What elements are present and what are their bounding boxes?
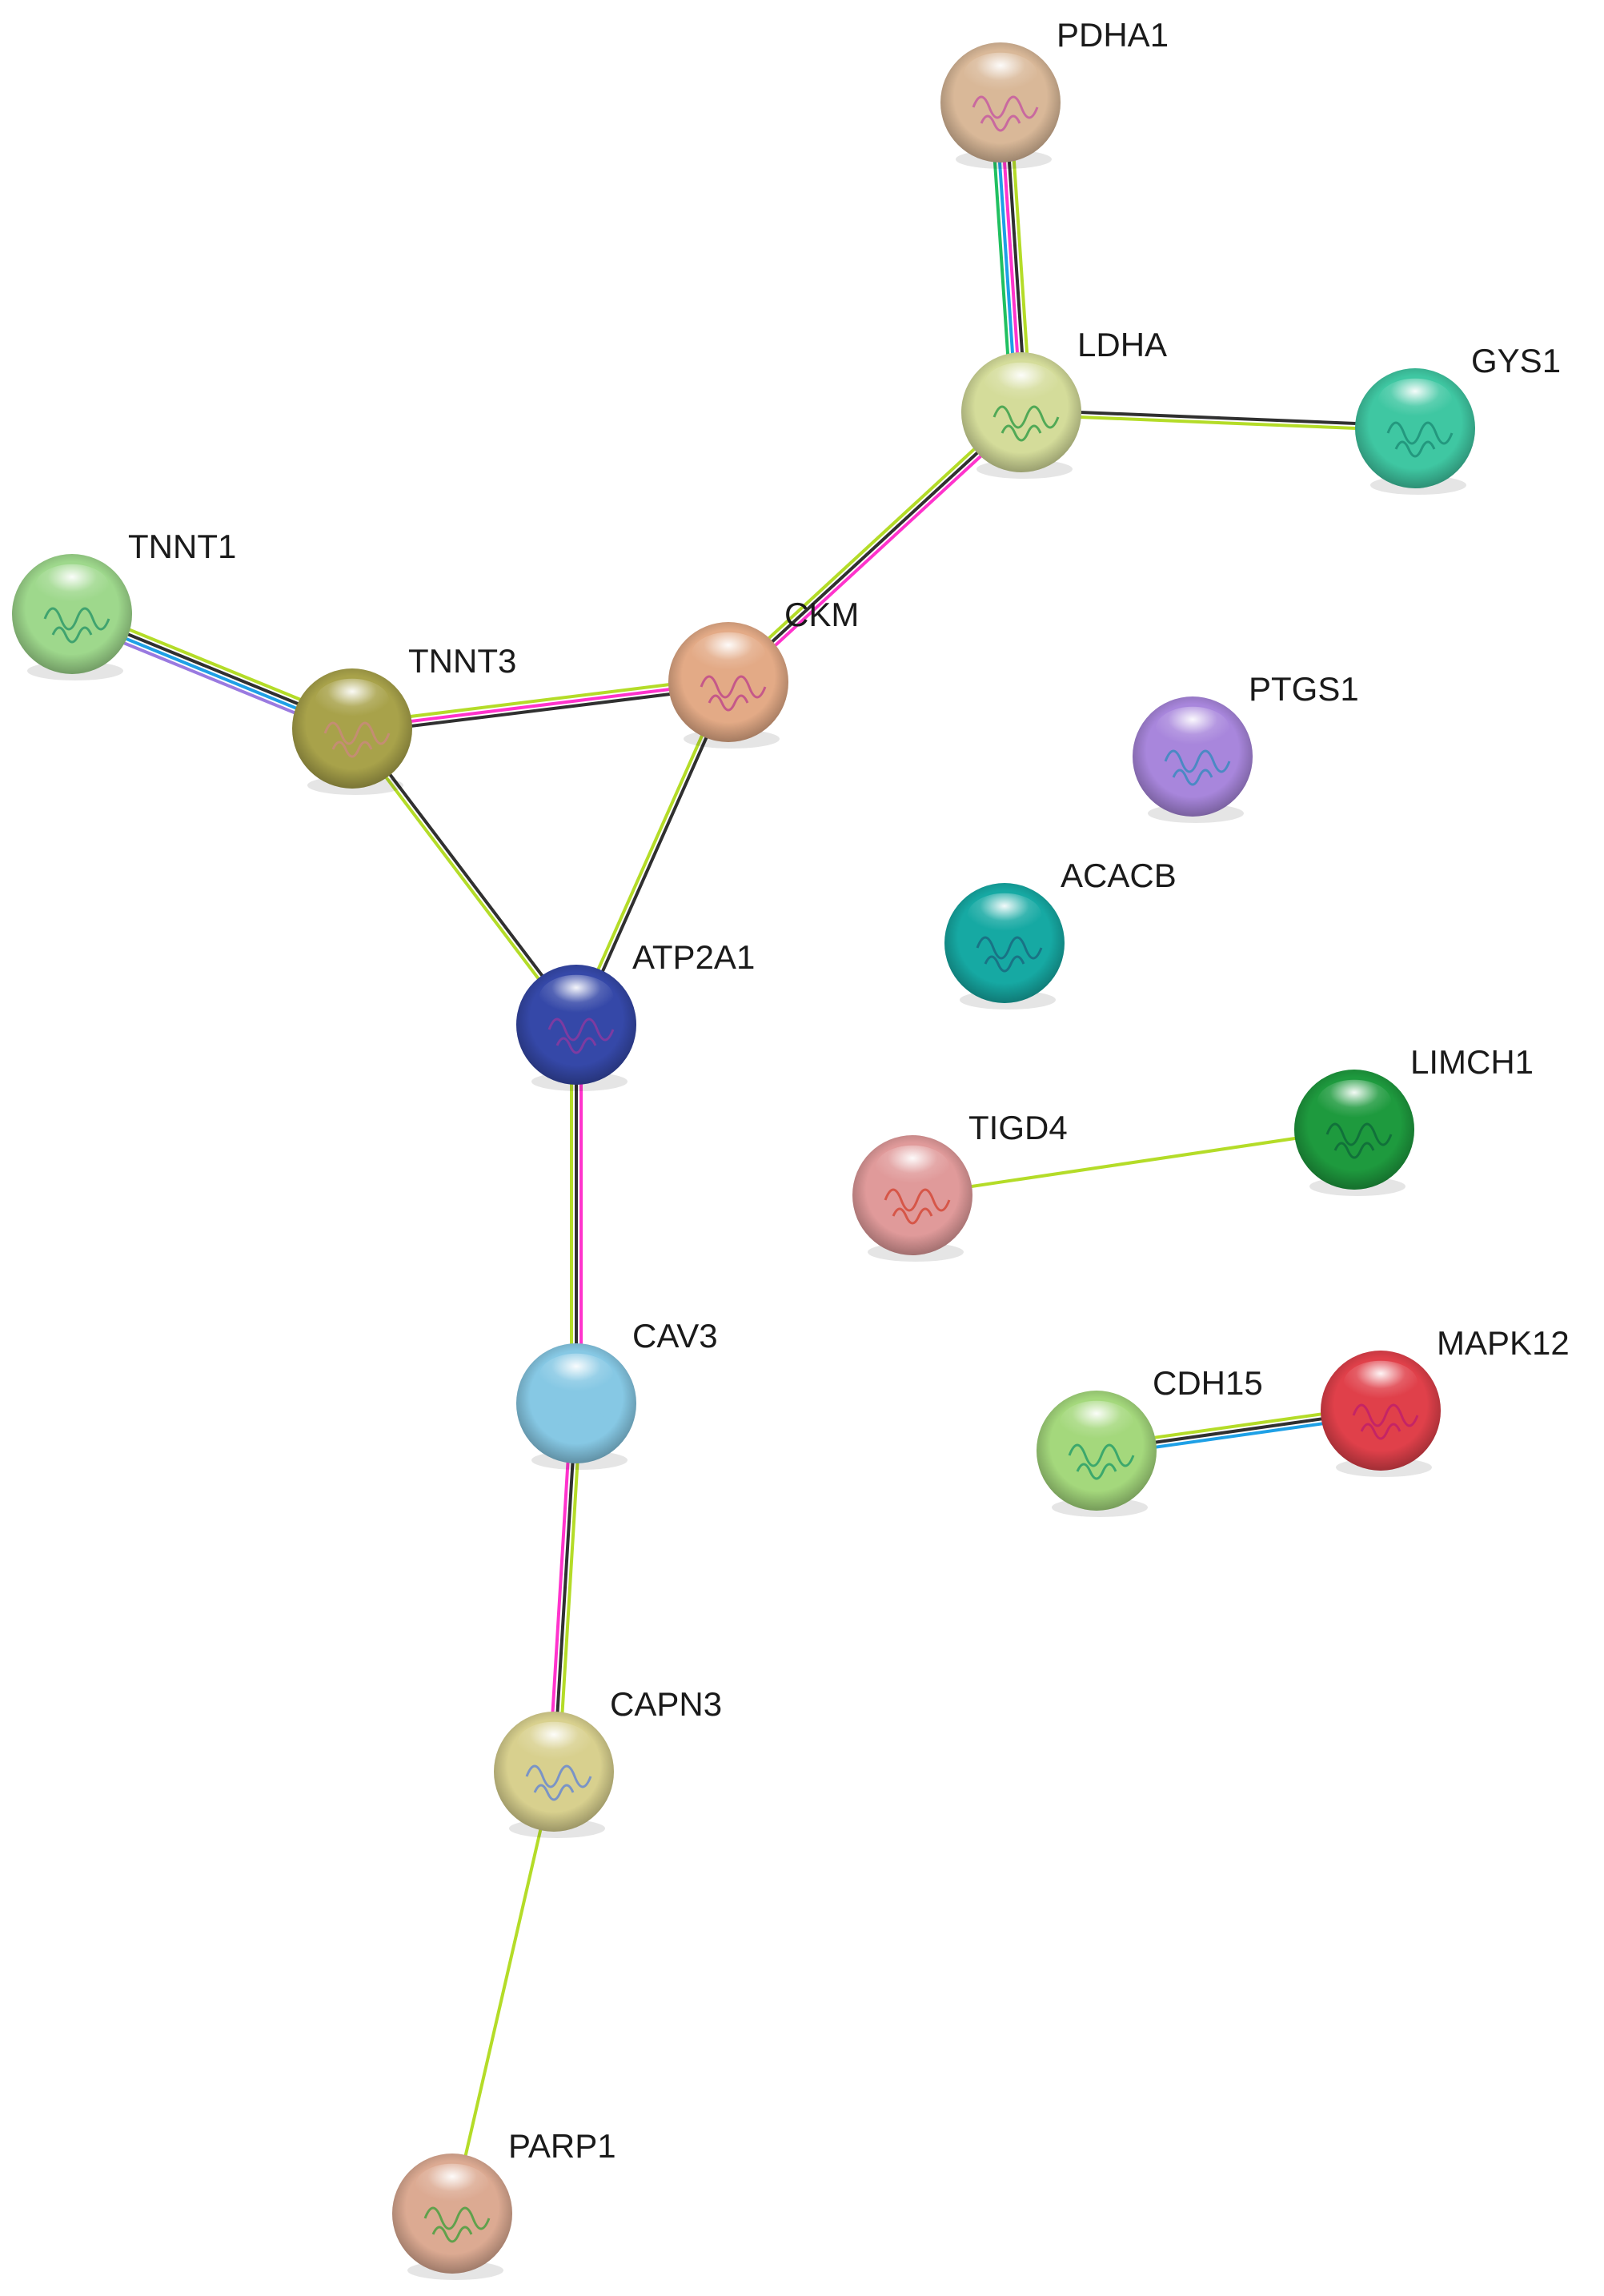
node-ptgs1[interactable]: PTGS1 xyxy=(1133,670,1359,823)
node-gys1[interactable]: GYS1 xyxy=(1355,342,1561,495)
edge-evidence-line xyxy=(352,725,580,1026)
edge-evidence-line xyxy=(730,414,1027,688)
edge-evidence-line xyxy=(556,1402,583,1774)
edge-evidence-line xyxy=(576,681,732,1028)
node-highlight xyxy=(691,632,766,678)
node-highlight xyxy=(516,1721,591,1768)
node-highlight xyxy=(1155,706,1230,753)
node-label-tnnt1: TNNT1 xyxy=(128,528,236,565)
edge-layer xyxy=(67,100,1418,2215)
node-highlight xyxy=(967,893,1042,939)
node-tigd4[interactable]: TIGD4 xyxy=(852,1109,1068,1262)
node-label-tnnt3: TNNT3 xyxy=(408,642,516,680)
node-label-limch1: LIMCH1 xyxy=(1410,1043,1534,1081)
edge-ldha-gys1[interactable] xyxy=(1019,408,1418,432)
node-label-acacb: ACACB xyxy=(1061,857,1177,894)
node-label-mapk12: MAPK12 xyxy=(1437,1324,1570,1362)
node-highlight xyxy=(539,1353,614,1399)
node-label-pdha1: PDHA1 xyxy=(1057,16,1169,54)
edge-evidence-line xyxy=(552,1402,578,1773)
node-highlight xyxy=(875,1145,950,1191)
edge-cav3-capn3[interactable] xyxy=(547,1401,583,1774)
node-highlight xyxy=(984,362,1059,408)
edge-evidence-line xyxy=(451,1770,555,2215)
node-highlight xyxy=(1377,378,1453,424)
node-highlight xyxy=(539,974,614,1021)
node-label-tigd4: TIGD4 xyxy=(968,1109,1068,1146)
node-highlight xyxy=(963,52,1038,98)
edge-tigd4-limch1[interactable] xyxy=(911,1128,1356,1197)
node-capn3[interactable]: CAPN3 xyxy=(494,1685,722,1838)
node-label-capn3: CAPN3 xyxy=(610,1685,722,1723)
edge-evidence-line xyxy=(351,680,730,730)
edge-ldha-ckm[interactable] xyxy=(723,407,1027,688)
node-label-parp1: PARP1 xyxy=(508,2127,616,2165)
edge-evidence-line xyxy=(727,411,1023,684)
node-label-ckm: CKM xyxy=(784,596,859,633)
node-label-ptgs1: PTGS1 xyxy=(1249,670,1359,708)
node-highlight xyxy=(1343,1360,1418,1407)
node-highlight xyxy=(1317,1079,1392,1126)
node-highlight xyxy=(34,564,110,610)
node-pdha1[interactable]: PDHA1 xyxy=(940,16,1169,169)
node-cav3[interactable]: CAV3 xyxy=(516,1317,718,1470)
edge-evidence-line xyxy=(1020,408,1418,428)
node-tnnt3[interactable]: TNNT3 xyxy=(292,642,516,795)
edge-tnnt3-atp2a1[interactable] xyxy=(348,725,580,1028)
edge-evidence-line xyxy=(572,679,728,1026)
node-mapk12[interactable]: MAPK12 xyxy=(1321,1324,1570,1477)
node-highlight xyxy=(415,2163,490,2210)
edge-evidence-line xyxy=(547,1401,574,1773)
node-highlight xyxy=(315,678,390,725)
edge-ckm-atp2a1[interactable] xyxy=(572,679,732,1028)
node-ldha[interactable]: LDHA xyxy=(961,326,1167,479)
edge-evidence-line xyxy=(723,407,1020,680)
node-limch1[interactable]: LIMCH1 xyxy=(1294,1043,1534,1196)
node-tnnt1[interactable]: TNNT1 xyxy=(12,528,236,680)
edge-evidence-line xyxy=(351,684,731,735)
node-label-atp2a1: ATP2A1 xyxy=(632,938,755,976)
node-label-ldha: LDHA xyxy=(1077,326,1167,363)
node-ckm[interactable]: CKM xyxy=(668,596,859,749)
node-label-cdh15: CDH15 xyxy=(1153,1364,1263,1402)
node-parp1[interactable]: PARP1 xyxy=(392,2127,616,2280)
node-acacb[interactable]: ACACB xyxy=(944,857,1177,1010)
node-label-cav3: CAV3 xyxy=(632,1317,718,1355)
node-highlight xyxy=(1059,1400,1134,1447)
edge-evidence-line xyxy=(1019,412,1417,432)
node-cdh15[interactable]: CDH15 xyxy=(1037,1364,1263,1517)
node-atp2a1[interactable]: ATP2A1 xyxy=(516,938,755,1091)
edge-capn3-parp1[interactable] xyxy=(451,1770,555,2215)
node-label-gys1: GYS1 xyxy=(1471,342,1561,379)
edge-evidence-line xyxy=(350,676,730,726)
edge-evidence-line xyxy=(348,728,576,1028)
edge-tnnt3-ckm[interactable] xyxy=(350,676,731,735)
edge-atp2a1-cav3[interactable] xyxy=(570,1023,583,1405)
edge-evidence-line xyxy=(911,1128,1356,1197)
